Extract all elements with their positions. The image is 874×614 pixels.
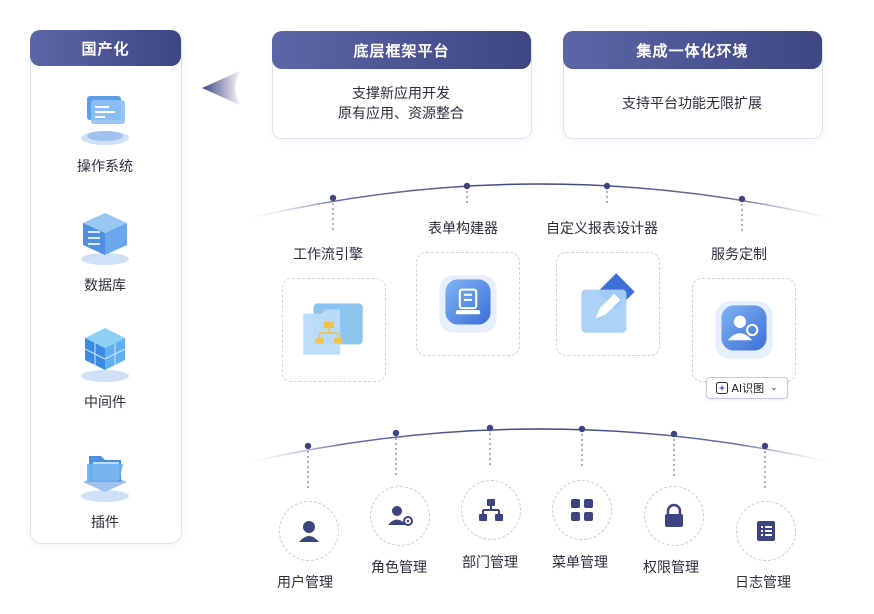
integration-line-1: 支持平台功能无限扩展 [622,96,762,112]
module-form-builder[interactable] [416,252,520,356]
bottom-log-management[interactable] [736,501,796,561]
bottom-label-department: 部门管理 [462,555,518,571]
left-item-database: 数据库 [30,205,180,295]
bottom-label-permission: 权限管理 [643,560,699,576]
bottom-menu-management[interactable] [552,480,612,540]
org-chart-icon [479,499,503,521]
left-item-plugin: 插件 [30,442,180,532]
left-item-label: 中间件 [84,395,126,411]
user-icon [299,521,319,542]
ai-badge-label: AI识图 [731,382,765,395]
bottom-department-management[interactable] [461,480,521,540]
framework-line-1: 支撑新应用开发 [352,86,450,102]
workflow-icon [303,303,363,355]
report-designer-icon [581,273,635,333]
grid-menu-icon [571,499,593,521]
left-item-label: 操作系统 [77,159,133,175]
integration-card-title: 集成一体化环境 [563,31,822,69]
bottom-user-management[interactable] [279,501,339,561]
os-stack-icon [73,86,137,150]
middleware-cube-icon [73,322,137,386]
log-list-icon [757,521,775,541]
module-report-designer[interactable] [556,252,660,356]
lock-icon [665,503,683,527]
role-gear-icon [388,506,413,526]
framework-line-2: 原有应用、资源整合 [338,106,464,122]
module-label-form: 表单构建器 [428,221,498,237]
module-label-report: 自定义报表设计器 [546,221,658,237]
module-service-custom[interactable] [692,278,796,382]
bottom-label-menu: 菜单管理 [552,555,608,571]
left-item-middleware: 中间件 [30,322,180,412]
domestic-panel-title: 国产化 [30,30,181,66]
bottom-role-management[interactable] [370,486,430,546]
module-workflow[interactable] [282,278,386,382]
bottom-permission-management[interactable] [644,486,704,546]
form-builder-icon [439,275,497,333]
bottom-label-role: 角色管理 [371,560,427,576]
chevron-down-icon: ⌄ [770,383,778,393]
ai-sparkle-icon [716,382,729,394]
left-item-label: 数据库 [84,278,126,294]
left-item-os: 操作系统 [30,86,180,176]
framework-card-body: 支撑新应用开发 原有应用、资源整合 [272,84,530,124]
integration-card-body: 支持平台功能无限扩展 [563,94,821,114]
framework-card-title: 底层框架平台 [272,31,531,69]
database-icon [73,205,137,269]
ai-image-recognition-button[interactable]: AI识图 ⌄ [706,377,788,399]
bottom-label-log: 日志管理 [735,575,791,591]
service-custom-icon [715,301,773,359]
plugin-folder-icon [73,442,137,506]
left-item-label: 插件 [91,515,119,531]
arrow-left-icon [202,70,242,106]
module-label-workflow: 工作流引擎 [293,247,363,263]
module-label-service: 服务定制 [711,247,767,263]
bottom-label-user: 用户管理 [277,575,333,591]
